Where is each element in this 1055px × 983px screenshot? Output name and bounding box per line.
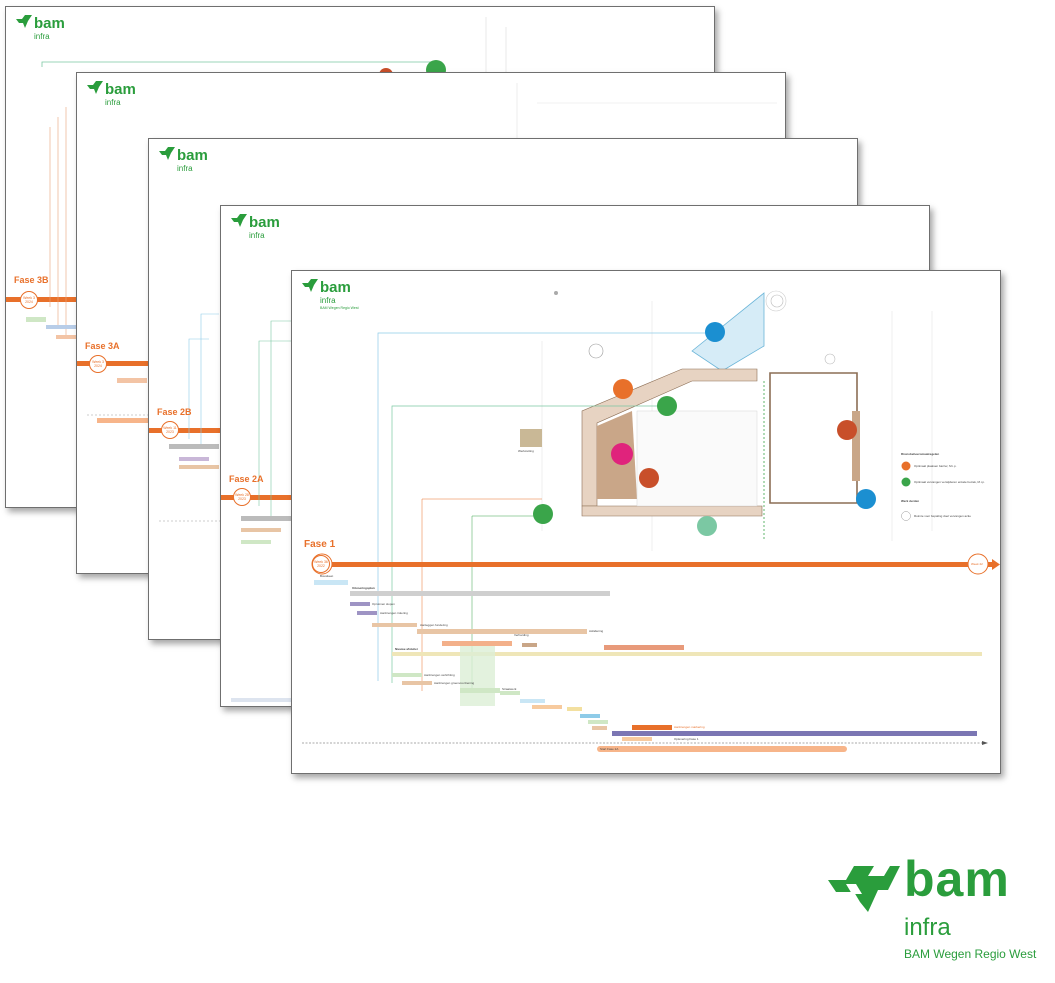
- pedestrian-icon: [588, 343, 604, 359]
- phase-title: Fase 1: [304, 539, 336, 550]
- bam-logo-icon: [302, 279, 318, 292]
- wall-icon: [657, 396, 677, 416]
- bam-logo-icon: [828, 866, 900, 912]
- bam-logo-icon: [231, 214, 247, 227]
- barrier-icon: [613, 379, 633, 399]
- phase-end-bar-label: Start Fase 2A: [600, 747, 619, 751]
- phase-title: Fase 3B: [14, 275, 49, 285]
- task-label: Verharding: [514, 633, 529, 637]
- phase-title: Fase 3A: [85, 341, 120, 351]
- legend-item: Optimaal vervangen verwijderen enkele be…: [914, 480, 985, 484]
- task-label: Uitvoeringsplan: [352, 586, 375, 590]
- legend-item: Werk derden: [901, 499, 920, 503]
- legend-item: Optimaal plaatsen barrier, M.i.p.: [914, 464, 957, 468]
- bam-infra-logo: bam infra BAM Wegen Regio West: [828, 851, 1043, 968]
- task-label: Bouwkeet: [320, 574, 334, 578]
- task-label: Aanbrengen markering: [674, 725, 705, 729]
- brand-division: infra: [904, 914, 951, 941]
- plan-sheet-fase-1: bam infra BAM Wegen Regio West: [291, 270, 1001, 774]
- sheet-logo: bam infra BAM Wegen Regio West: [302, 279, 359, 310]
- task-label: Oplevering Fase 1: [674, 737, 699, 741]
- brand-region: BAM Wegen Regio West: [904, 947, 1037, 961]
- sheet-logo: bam infra: [87, 81, 136, 107]
- site-plan-and-schedule: [302, 290, 1000, 752]
- sheet-logo: bam infra: [159, 147, 208, 173]
- grid-icon: [856, 489, 876, 509]
- phase-title: Fase 2B: [157, 407, 192, 417]
- bam-logo-icon: [16, 15, 32, 28]
- task-label: Aanleggen fundering: [420, 623, 448, 627]
- werkvoering-label: Werkzetting: [518, 449, 534, 453]
- legend-item: Ruimte voor bepaling doel vervangen acti…: [914, 514, 971, 518]
- end-week-label: Week 22: [971, 562, 983, 566]
- sheet-logo: bam infra: [16, 15, 65, 41]
- task-label: Aanbrengen groenvoorziening: [434, 681, 475, 685]
- task-label: Opruimen slopen: [372, 602, 395, 606]
- legend-title: Risicobeheersmaatregelen: [901, 452, 940, 456]
- roadwork-sign-icon: [520, 429, 542, 447]
- water-icon: [705, 322, 725, 342]
- task-label: Asfaltering: [589, 629, 604, 633]
- excavator-icon: [639, 468, 659, 488]
- brand-wordmark: bam: [904, 851, 1010, 907]
- worker-icon: [611, 443, 633, 465]
- bicycle-icon: [824, 353, 836, 365]
- bam-logo-icon: [159, 147, 175, 160]
- bike-icon: [697, 516, 717, 536]
- bam-logo-icon: [87, 81, 103, 94]
- sheet-logo: bam infra: [231, 214, 280, 240]
- phase-title: Fase 2A: [229, 474, 264, 484]
- machine-icon: [837, 420, 857, 440]
- vehicle-icon: [533, 504, 553, 524]
- task-label: Nieuwe afsluiter: [395, 647, 419, 651]
- task-label: Straatwerk: [502, 687, 517, 691]
- task-label: Aanbrengen verlichting: [424, 673, 455, 677]
- task-label: Aanbrengen riolering: [380, 611, 408, 615]
